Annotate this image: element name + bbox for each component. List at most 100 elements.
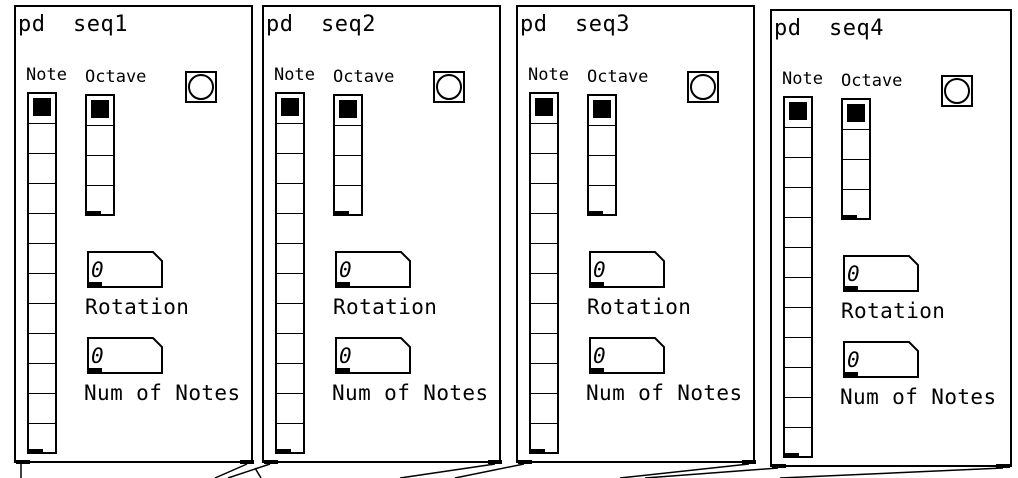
num-notes-number-box[interactable]: 0	[87, 337, 163, 374]
radio-cell[interactable]	[29, 334, 55, 364]
radio-cell[interactable]	[531, 364, 557, 394]
radio-cell[interactable]	[29, 364, 55, 394]
num-notes-number-box[interactable]: 0	[589, 337, 665, 374]
outlet-seq4-right[interactable]	[996, 464, 1010, 468]
bang-button[interactable]	[185, 71, 217, 103]
octave-vradio[interactable]	[587, 94, 617, 216]
subpatch-seq3[interactable]: pd seq3 Note Octave 0 Rotation 0 Num of …	[516, 5, 755, 463]
radio-cell[interactable]	[785, 248, 811, 278]
radio-cell[interactable]	[29, 274, 55, 304]
radio-cell[interactable]	[29, 124, 55, 154]
radio-cell[interactable]	[277, 364, 303, 394]
radio-cell[interactable]	[589, 126, 615, 156]
radio-cell[interactable]	[531, 154, 557, 184]
rotation-number-box[interactable]: 0	[843, 255, 919, 292]
num-notes-number-box[interactable]: 0	[335, 337, 411, 374]
radio-cell[interactable]	[531, 244, 557, 274]
radio-cell[interactable]	[87, 96, 113, 126]
radio-cell[interactable]	[29, 214, 55, 244]
radio-cell[interactable]	[785, 188, 811, 218]
num-notes-number-box[interactable]: 0	[843, 341, 919, 378]
radio-cell[interactable]	[29, 154, 55, 184]
radio-cell[interactable]	[785, 128, 811, 158]
outlet-seq1-right[interactable]	[240, 460, 254, 464]
rotation-value: 0	[339, 258, 352, 282]
radio-cell[interactable]	[29, 394, 55, 424]
subpatch-seq2[interactable]: pd seq2 Note Octave 0 Rotation 0 Num of …	[262, 5, 501, 463]
radio-cell[interactable]	[785, 398, 811, 428]
num-notes-label: Num of Notes	[840, 385, 997, 409]
rotation-number-box[interactable]: 0	[87, 251, 163, 288]
radio-cell[interactable]	[531, 424, 557, 454]
radio-cell[interactable]	[277, 154, 303, 184]
octave-vradio[interactable]	[333, 94, 363, 216]
radio-cell[interactable]	[531, 94, 557, 124]
radio-cell[interactable]	[785, 218, 811, 248]
radio-cell[interactable]	[277, 124, 303, 154]
radio-cell[interactable]	[335, 126, 361, 156]
radio-cell[interactable]	[589, 96, 615, 126]
radio-cell[interactable]	[87, 186, 113, 216]
radio-cell[interactable]	[335, 156, 361, 186]
outlet-seq3-left[interactable]	[518, 460, 532, 464]
bang-button[interactable]	[941, 75, 973, 107]
radio-cell[interactable]	[531, 304, 557, 334]
radio-cell[interactable]	[277, 424, 303, 454]
radio-cell[interactable]	[29, 304, 55, 334]
radio-cell[interactable]	[87, 126, 113, 156]
radio-cell[interactable]	[87, 156, 113, 186]
radio-cell[interactable]	[785, 158, 811, 188]
radio-cell[interactable]	[785, 278, 811, 308]
radio-cell[interactable]	[531, 214, 557, 244]
subpatch-seq4[interactable]: pd seq4 Note Octave 0 Rotation 0 Num of …	[770, 9, 1012, 467]
radio-cell[interactable]	[531, 274, 557, 304]
radio-cell[interactable]	[531, 394, 557, 424]
radio-cell[interactable]	[785, 338, 811, 368]
radio-cell[interactable]	[29, 184, 55, 214]
radio-cell[interactable]	[843, 190, 869, 220]
note-vradio[interactable]	[275, 92, 305, 454]
outlet-seq3-right[interactable]	[742, 460, 756, 464]
radio-cell[interactable]	[277, 184, 303, 214]
bang-button[interactable]	[687, 71, 719, 103]
octave-vradio[interactable]	[85, 94, 115, 216]
radio-cell[interactable]	[335, 96, 361, 126]
radio-cell[interactable]	[277, 94, 303, 124]
radio-cell[interactable]	[277, 334, 303, 364]
radio-cell[interactable]	[843, 160, 869, 190]
radio-cell[interactable]	[589, 156, 615, 186]
radio-cell[interactable]	[589, 186, 615, 216]
rotation-number-box[interactable]: 0	[589, 251, 665, 288]
radio-cell[interactable]	[29, 244, 55, 274]
radio-cell[interactable]	[531, 124, 557, 154]
radio-cell[interactable]	[29, 94, 55, 124]
outlet-seq1-left[interactable]	[16, 460, 30, 464]
radio-cell[interactable]	[785, 308, 811, 338]
radio-cell[interactable]	[277, 304, 303, 334]
numbox-inlet-mark	[591, 282, 604, 286]
radio-cell[interactable]	[531, 334, 557, 364]
radio-cell[interactable]	[785, 98, 811, 128]
subpatch-seq1[interactable]: pd seq1 Note Octave 0 Rotation 0 Num of …	[14, 5, 253, 463]
rotation-value: 0	[847, 262, 860, 286]
note-vradio[interactable]	[529, 92, 559, 454]
radio-cell[interactable]	[531, 184, 557, 214]
radio-cell[interactable]	[277, 214, 303, 244]
note-vradio[interactable]	[783, 96, 813, 458]
radio-cell[interactable]	[785, 428, 811, 458]
radio-cell[interactable]	[277, 274, 303, 304]
outlet-seq4-left[interactable]	[772, 464, 786, 468]
note-vradio[interactable]	[27, 92, 57, 454]
radio-cell[interactable]	[843, 100, 869, 130]
radio-cell[interactable]	[277, 244, 303, 274]
radio-cell[interactable]	[335, 186, 361, 216]
radio-cell[interactable]	[29, 424, 55, 454]
outlet-seq2-right[interactable]	[488, 460, 502, 464]
bang-button[interactable]	[433, 71, 465, 103]
radio-cell[interactable]	[843, 130, 869, 160]
radio-cell[interactable]	[277, 394, 303, 424]
rotation-number-box[interactable]: 0	[335, 251, 411, 288]
octave-vradio[interactable]	[841, 98, 871, 220]
radio-cell[interactable]	[785, 368, 811, 398]
outlet-seq2-left[interactable]	[264, 460, 278, 464]
